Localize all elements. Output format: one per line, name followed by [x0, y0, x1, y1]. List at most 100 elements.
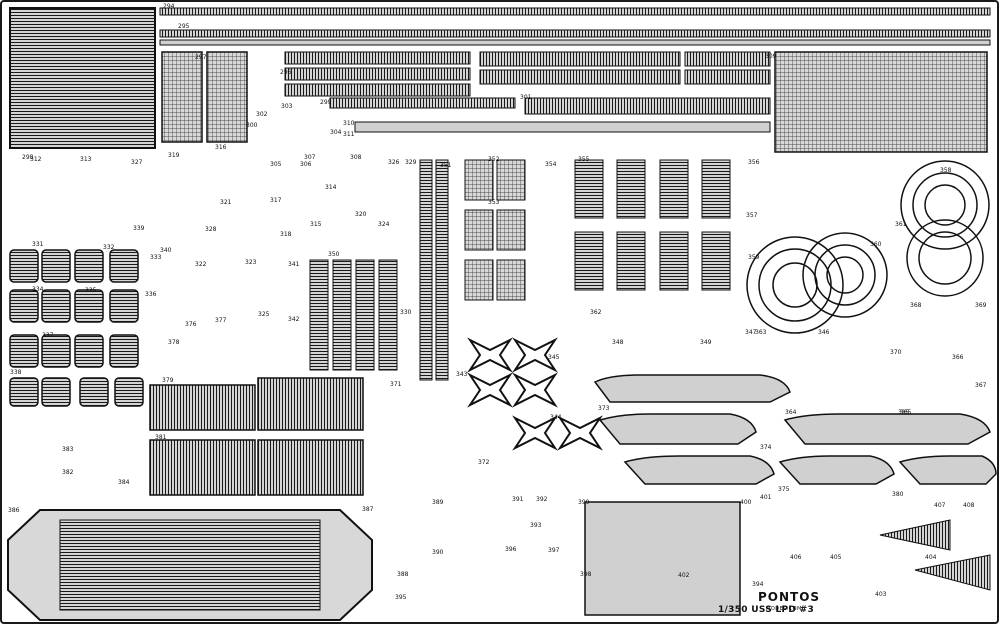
part-number-368: 368 — [910, 302, 922, 309]
part-number-315: 315 — [310, 221, 322, 228]
part-number-358: 358 — [940, 167, 952, 174]
part-number-382: 382 — [62, 469, 74, 476]
part-number-307: 307 — [304, 154, 316, 161]
part-number-295: 295 — [178, 23, 190, 30]
part-number-408: 408 — [963, 502, 975, 509]
part-number-297: 297 — [195, 54, 207, 61]
part-number-383: 383 — [62, 446, 74, 453]
part-number-311: 311 — [343, 131, 355, 138]
brand-website: MODEL.COM — [766, 606, 802, 612]
part-number-355: 355 — [578, 156, 590, 163]
part-number-379: 379 — [162, 377, 174, 384]
part-number-399: 399 — [578, 499, 590, 506]
part-number-339: 339 — [133, 225, 145, 232]
part-number-316: 316 — [215, 144, 227, 151]
part-number-301: 301 — [520, 94, 532, 101]
part-number-370: 370 — [890, 349, 902, 356]
part-number-352: 352 — [488, 156, 500, 163]
part-number-359: 359 — [748, 254, 760, 261]
part-number-388: 388 — [397, 571, 409, 578]
part-number-381: 381 — [155, 434, 167, 441]
part-number-403: 403 — [875, 591, 887, 598]
part-number-344: 344 — [550, 414, 562, 421]
part-number-364: 364 — [785, 409, 797, 416]
part-number-351: 351 — [440, 162, 452, 169]
part-number-330: 330 — [400, 309, 412, 316]
part-number-314: 314 — [325, 184, 337, 191]
part-number-335: 335 — [85, 287, 97, 294]
part-number-313: 313 — [80, 156, 92, 163]
part-number-385: 385 — [898, 409, 910, 416]
part-number-377: 377 — [215, 317, 227, 324]
part-number-392: 392 — [536, 496, 548, 503]
part-number-374: 374 — [760, 444, 772, 451]
part-number-341: 341 — [288, 261, 300, 268]
brand-logo-text: PONTOS — [758, 590, 821, 604]
part-number-327: 327 — [131, 159, 143, 166]
part-number-349: 349 — [700, 339, 712, 346]
part-number-296: 296 — [280, 69, 292, 76]
part-number-337: 337 — [42, 332, 54, 339]
part-number-300: 300 — [246, 122, 258, 129]
part-number-407: 407 — [934, 502, 946, 509]
part-number-309: 309 — [765, 53, 777, 60]
part-number-347: 347 — [745, 329, 757, 336]
part-number-365: 365 — [900, 409, 912, 416]
part-number-360: 360 — [870, 241, 882, 248]
part-number-324: 324 — [378, 221, 390, 228]
part-number-401: 401 — [760, 494, 772, 501]
part-number-395: 395 — [395, 594, 407, 601]
part-number-343: 343 — [456, 371, 468, 378]
part-number-322: 322 — [195, 261, 207, 268]
part-number-326: 326 — [388, 159, 400, 166]
part-number-323: 323 — [245, 259, 257, 266]
part-number-375: 375 — [778, 486, 790, 493]
part-number-308: 308 — [350, 154, 362, 161]
part-number-366: 366 — [952, 354, 964, 361]
part-number-400: 400 — [740, 499, 752, 506]
part-number-332: 332 — [103, 244, 115, 251]
part-number-373: 373 — [598, 405, 610, 412]
part-number-298: 298 — [22, 154, 34, 161]
part-number-378: 378 — [168, 339, 180, 346]
part-number-390: 390 — [432, 549, 444, 556]
part-number-396: 396 — [505, 546, 517, 553]
part-number-320: 320 — [355, 211, 367, 218]
part-number-398: 398 — [580, 571, 592, 578]
part-number-386: 386 — [8, 507, 20, 514]
part-number-333: 333 — [150, 254, 162, 261]
part-number-305: 305 — [270, 161, 282, 168]
part-number-371: 371 — [390, 381, 402, 388]
part-number-406: 406 — [790, 554, 802, 561]
part-number-317: 317 — [270, 197, 282, 204]
part-number-304: 304 — [330, 129, 342, 136]
part-number-363: 363 — [755, 329, 767, 336]
part-number-404: 404 — [925, 554, 937, 561]
part-number-318: 318 — [280, 231, 292, 238]
part-number-380: 380 — [892, 491, 904, 498]
part-number-372: 372 — [478, 459, 490, 466]
part-number-294: 294 — [163, 3, 175, 10]
part-number-384: 384 — [118, 479, 130, 486]
part-number-397: 397 — [548, 547, 560, 554]
part-number-312: 312 — [30, 156, 42, 163]
part-number-362: 362 — [590, 309, 602, 316]
part-number-361: 361 — [895, 221, 907, 228]
part-number-306: 306 — [300, 161, 312, 168]
part-number-394: 394 — [752, 581, 764, 588]
sheet-title: 1/350 USS LPD #3 — [718, 605, 815, 615]
part-number-340: 340 — [160, 247, 172, 254]
part-number-331: 331 — [32, 241, 44, 248]
part-number-391: 391 — [512, 496, 524, 503]
part-number-342: 342 — [288, 316, 300, 323]
part-number-338: 338 — [10, 369, 22, 376]
part-number-346: 346 — [818, 329, 830, 336]
part-number-369: 369 — [975, 302, 987, 309]
part-number-345: 345 — [548, 354, 560, 361]
part-number-310: 310 — [343, 120, 355, 127]
part-number-329: 329 — [405, 159, 417, 166]
part-number-299: 299 — [320, 99, 332, 106]
part-number-387: 387 — [362, 506, 374, 513]
part-number-319: 319 — [168, 152, 180, 159]
